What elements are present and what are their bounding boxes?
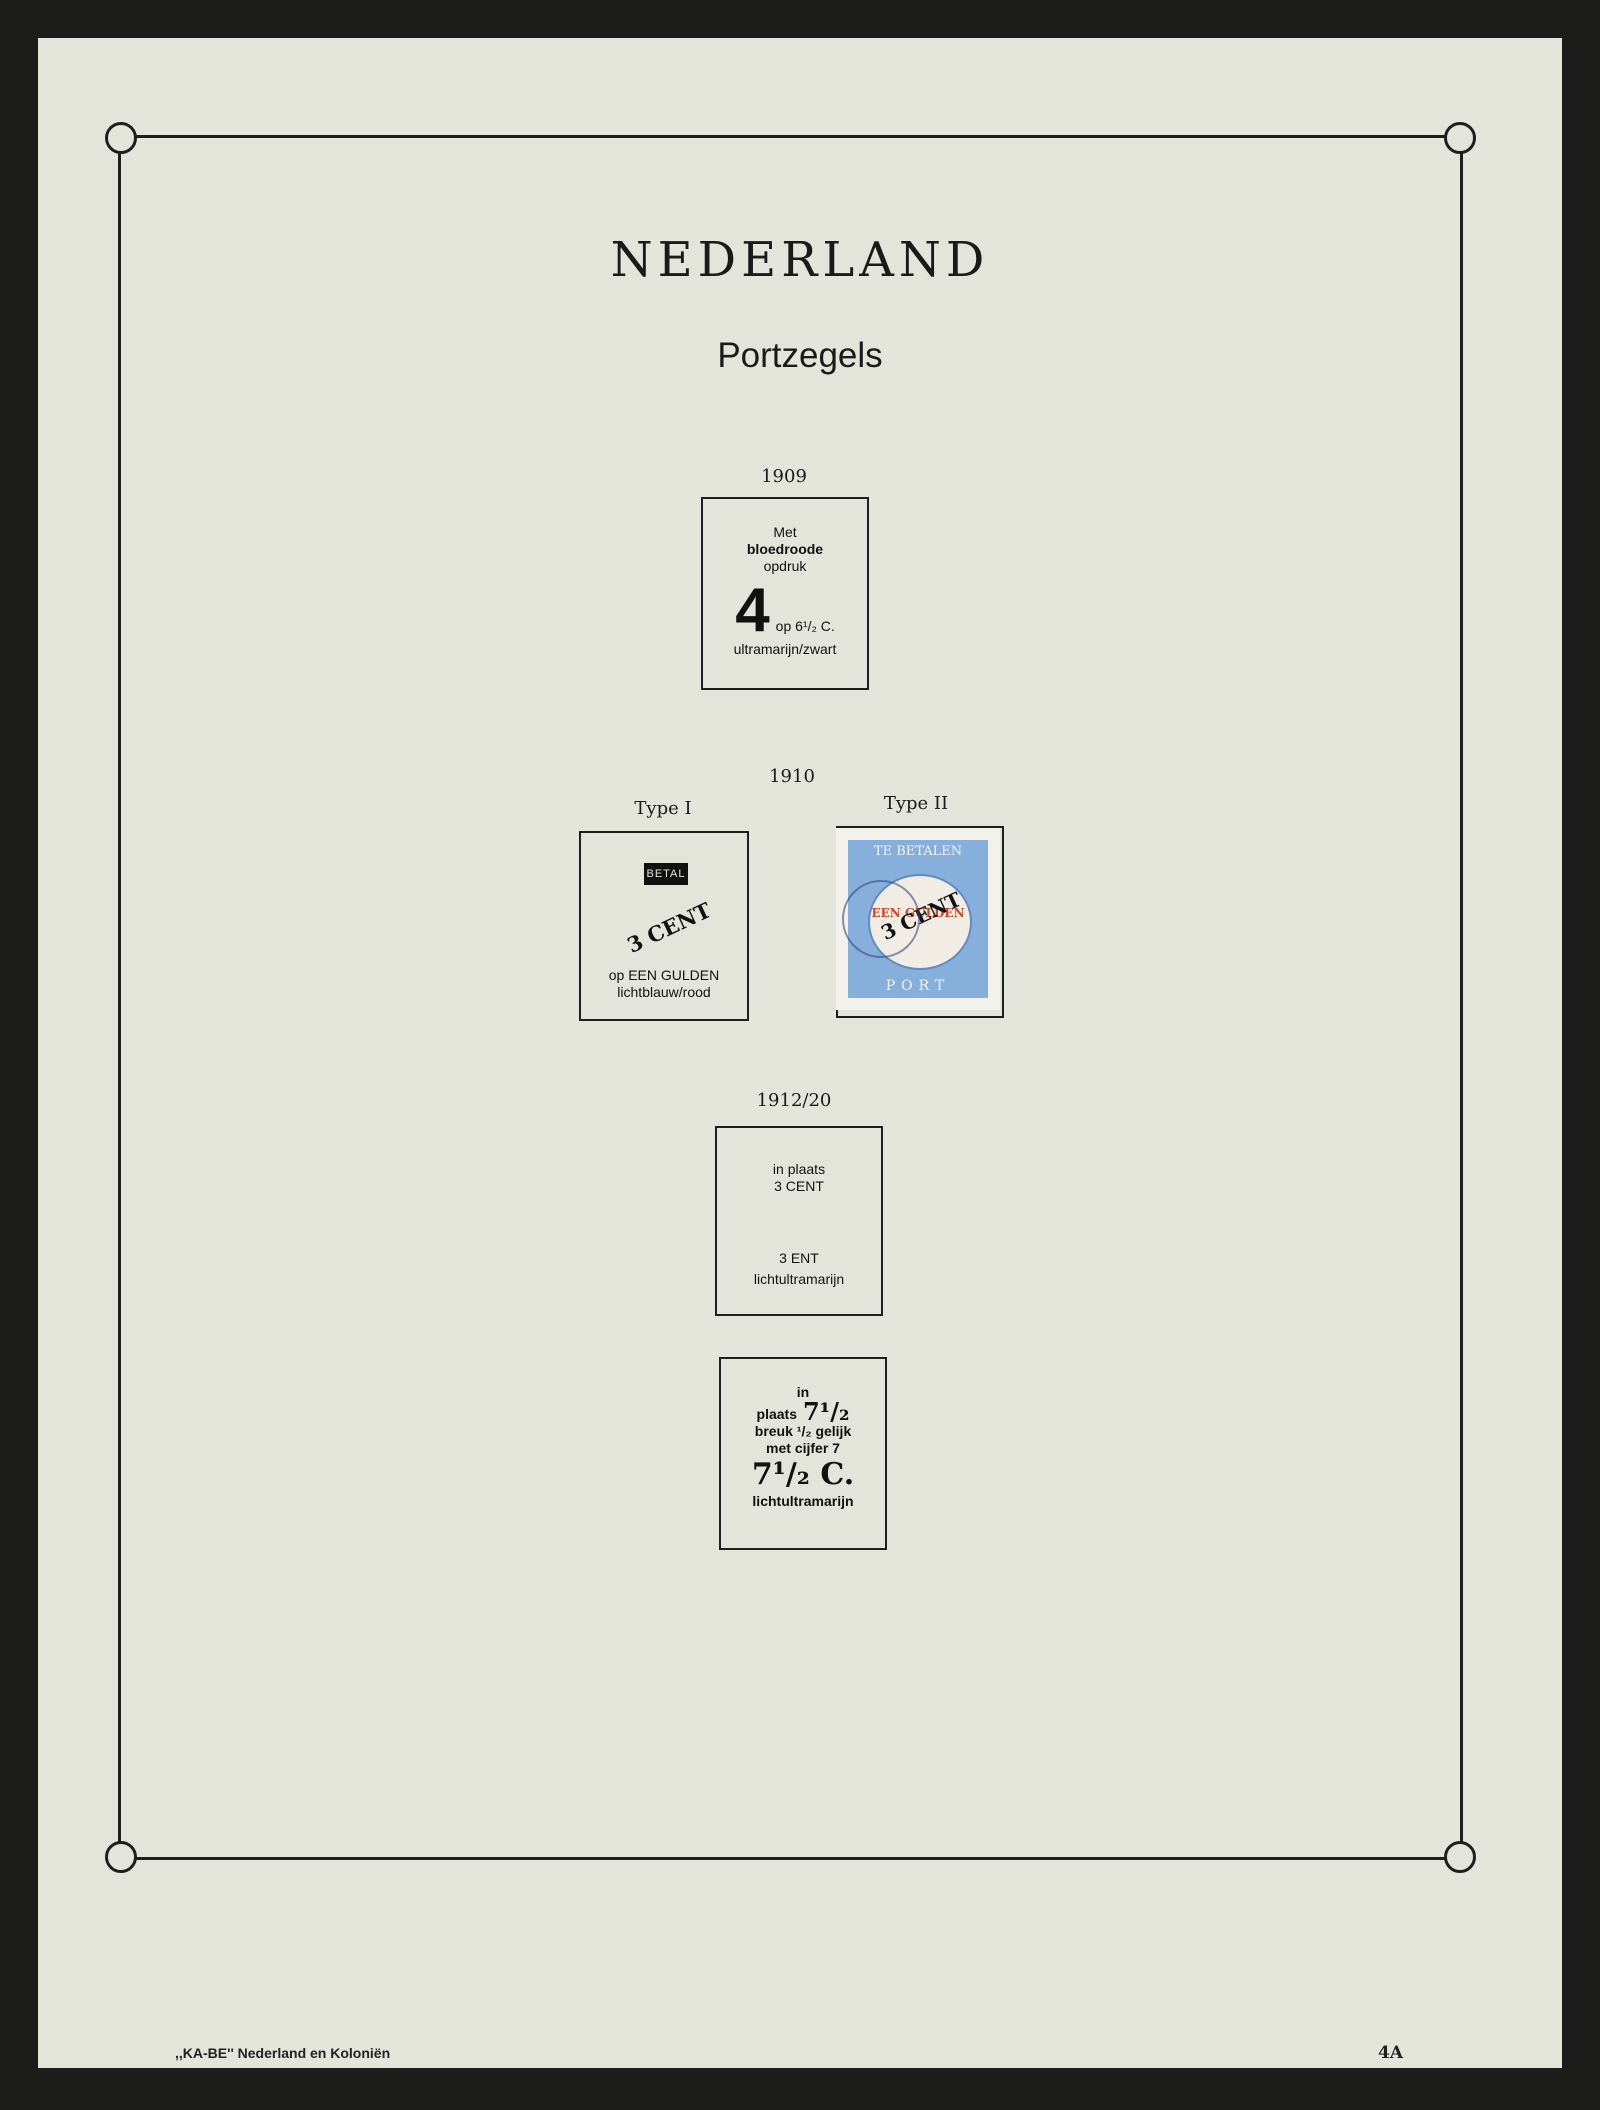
year-heading-1909: 1909 [761,466,807,487]
postage-due-stamp: TE BETALEN EEN GULDEN 3 CENT PORT [836,828,1000,1010]
frame-corner-ornament [1444,122,1476,154]
stamp-bottom-text: PORT [885,978,951,994]
box-text: opdruk [763,558,807,574]
year-heading-1912-20: 1912/20 [756,1090,832,1111]
stamp-space-1912-b: in plaats 7¹/₂ breuk ¹/₂ gelijk met cijf… [719,1357,887,1550]
box-text: lichtultramarijn [753,1271,845,1287]
frame-corner-ornament [105,1841,137,1873]
box-text: in [796,1384,810,1400]
box-text: met cijfer 7 [766,1440,840,1456]
betal-overprint: BETAL [644,863,688,885]
box-text: lichtultramarijn [752,1493,854,1509]
stamp-space-1910-type1: BETAL 3 CENT op EEN GULDEN lichtblauw/ro… [579,831,749,1021]
page-number: 4A [1378,2043,1404,2063]
stamp-design: TE BETALEN EEN GULDEN 3 CENT PORT [842,840,988,998]
box-text: lichtblauw/rood [617,984,711,1000]
stamp-space-1909: Met bloedroode opdruk 4 op 6¹/₂ C. ultra… [701,497,869,690]
stamp-top-text: TE BETALEN [873,844,963,859]
big-fraction-numeral: 7¹/₂ C. [751,1457,855,1492]
type-label-1: Type I [634,798,692,819]
fraction-numeral: 7¹/₂ [802,1397,850,1426]
big-numeral: 4 [735,576,770,645]
box-text: breuk ¹/₂ gelijk [754,1423,852,1439]
stamp-space-1912-a: in plaats 3 CENT 3 ENT lichtultramarijn [715,1126,883,1316]
box-text: in plaats [772,1161,826,1177]
frame-corner-ornament [105,122,137,154]
box-text: op EEN GULDEN [608,967,720,983]
page-subtitle: Portzegels [717,336,883,375]
box-text: 3 CENT [774,1178,824,1194]
box-text: ultramarijn/zwart [733,641,837,657]
cent-overprint: 3 CENT [623,897,715,958]
box-text: Met [773,524,797,540]
footer-publisher: ,,KA-BE'' Nederland en Koloniën [175,2045,391,2061]
box-text: op 6¹/₂ C. [775,618,835,634]
box-text: 3 ENT [779,1250,819,1266]
box-text: plaats [756,1406,797,1422]
frame-corner-ornament [1444,1841,1476,1873]
box-text: bloedroode [746,541,824,557]
type-label-2: Type II [883,793,949,814]
page-border-frame [105,122,1476,1873]
year-heading-1910: 1910 [769,766,815,787]
cancellation-postmark [842,880,920,958]
album-page [38,38,1562,2068]
page-title: NEDERLAND [610,232,990,288]
